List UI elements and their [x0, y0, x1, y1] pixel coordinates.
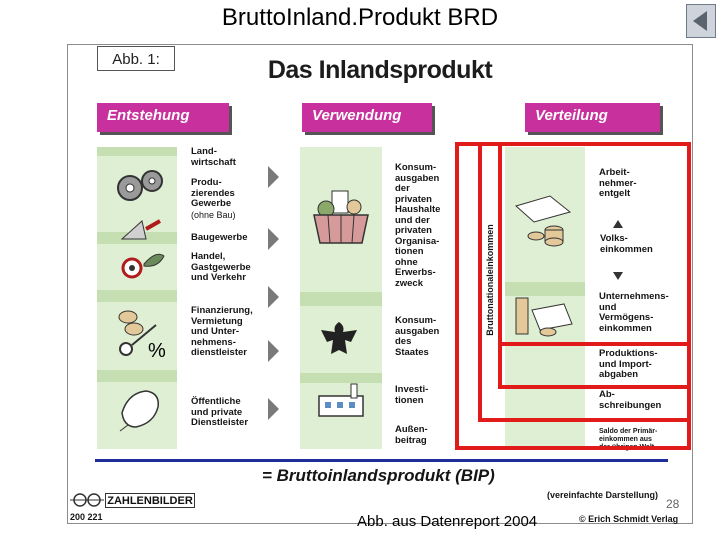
verteilung-item: Ab-schreibungen — [599, 389, 662, 411]
simplified-note: (vereinfachte Darstellung) — [547, 490, 659, 500]
figure-label: Abb. 1: — [97, 46, 175, 71]
zahlenbilder-logo-icon — [70, 493, 104, 507]
verwendung-band — [300, 373, 382, 383]
back-arrow-icon — [693, 11, 707, 31]
flow-arrow — [268, 228, 279, 250]
trowel-icon — [120, 219, 161, 240]
verwendung-item: Außen-beitrag — [395, 424, 428, 446]
gears-icon — [117, 170, 163, 201]
hand-icon — [119, 390, 159, 432]
money-stack-icon — [514, 195, 572, 247]
publisher-note: © Erich Schmidt Verlag — [579, 514, 679, 524]
entstehung-band — [97, 147, 177, 156]
figure-code: 200 221 — [70, 512, 103, 522]
double-arrow-icon — [613, 220, 623, 280]
basket-icon — [313, 190, 369, 244]
eagle-icon — [321, 322, 357, 354]
entstehung-item: Land-wirtschaft — [191, 146, 236, 168]
flow-arrow — [268, 398, 279, 420]
percent-icon: % — [148, 340, 166, 362]
factory-icon — [318, 383, 364, 417]
verteilung-item: Produktions-und Import-abgaben — [599, 348, 658, 380]
highlight-production — [498, 342, 691, 389]
zahlenbilder-badge: ZAHLENBILDER — [105, 493, 195, 508]
verwendung-band — [300, 292, 382, 306]
figure-title: Das Inlandsprodukt — [267, 56, 493, 84]
header-verwendung: Verwendung — [302, 103, 432, 132]
header-verteilung: Verteilung — [525, 103, 660, 132]
slide-title: BruttoInland.Produkt BRD — [221, 4, 499, 31]
figure-frame — [67, 44, 693, 524]
entstehung-band — [97, 290, 177, 302]
back-button[interactable] — [686, 4, 716, 38]
entstehung-band — [97, 370, 177, 382]
scale-icon — [121, 253, 165, 279]
flow-arrow — [268, 286, 279, 308]
keys-icon: % — [118, 310, 166, 362]
header-entstehung: Entstehung — [97, 103, 229, 132]
verwendung-item: Investi-tionen — [395, 384, 429, 406]
verteilung-band — [505, 282, 585, 296]
bip-label: = Bruttoinlandsprodukt (BIP) — [262, 466, 495, 485]
flow-arrow — [268, 340, 279, 362]
verteilung-item: Arbeit-nehmer-entgelt — [599, 167, 637, 199]
figure-caption: Abb. aus Datenreport 2004 — [357, 513, 538, 530]
verteilung-item: Volks-einkommen — [600, 233, 653, 255]
banknotes-icon — [515, 297, 573, 337]
flow-arrow — [268, 166, 279, 188]
entstehung-item: Baugewerbe — [191, 232, 248, 243]
page-number: 28 — [666, 497, 680, 511]
bip-rule — [95, 459, 668, 462]
